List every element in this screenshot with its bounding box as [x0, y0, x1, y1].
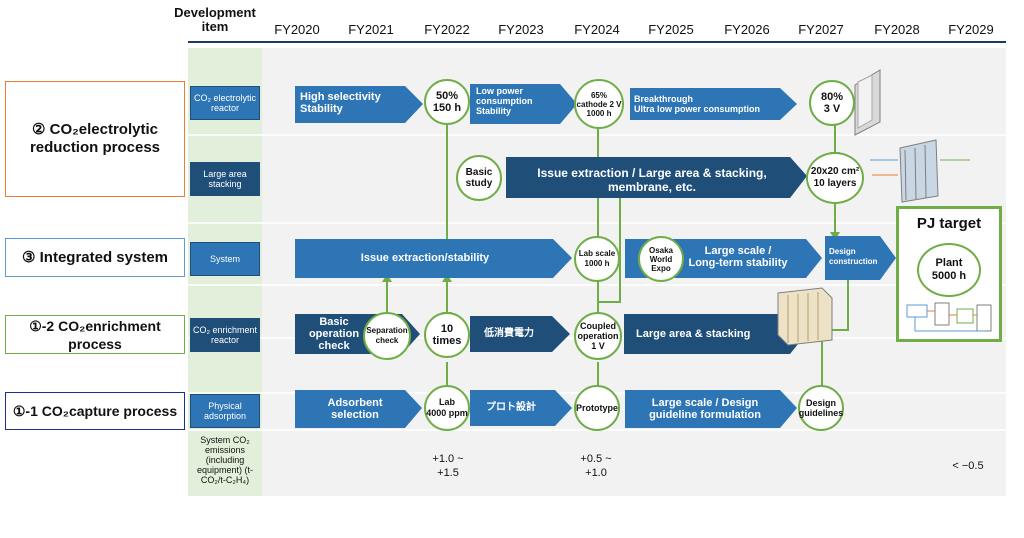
year-fy2021: FY2021 [348, 22, 394, 37]
row-label-system-emissions: System CO₂ emissions (including equipmen… [196, 435, 254, 485]
arrow-low-power-label: Low power consumption Stability [476, 86, 533, 116]
arrow-low-power-enrich [470, 316, 570, 352]
arrow-adsorbent-selection [295, 390, 422, 428]
process-co2-enrichment: ①-2 CO₂enrichment process [5, 315, 185, 354]
process-electrolytic-reduction: ② CO₂electrolytic reduction process [5, 81, 185, 197]
milestone-basic-study: Basic study [456, 155, 502, 201]
row1-arrows [295, 84, 797, 124]
row5-arrows [295, 390, 797, 428]
year-fy2025: FY2025 [648, 22, 694, 37]
milestone-80pct-3v: 80% 3 V [809, 80, 855, 126]
arrow-breakthrough-label: Breakthrough Ultra low power consumption [634, 94, 761, 114]
arrow-large-area-stacking-label: Large area & stacking [636, 328, 751, 340]
process-integrated-system: ③ Integrated system [5, 238, 185, 277]
milestone-50pct-150h: 50% 150 h [424, 79, 470, 125]
year-fy2024: FY2024 [574, 22, 620, 37]
header-underline [188, 41, 1006, 43]
pj-target-box: PJ target Plant 5000 h [896, 206, 1002, 342]
milestone-design-guidelines: Design guidelines [798, 385, 844, 431]
electrolyzer-stack-illustration [854, 69, 970, 203]
arrow-issue-extraction-stacking [506, 157, 807, 198]
arrow-high-selectivity-label: High selectivity Stability [300, 91, 381, 115]
year-fy2028: FY2028 [874, 22, 920, 37]
arrow-large-scale-design [625, 390, 797, 428]
milestone-prototype: Prototype [574, 385, 620, 431]
arrow-issue-stability-label: Issue extraction/stability [360, 252, 490, 264]
row2-arrows [506, 157, 807, 198]
row-label-electrolytic-reactor: CO₂ electrolytic reactor [190, 86, 260, 120]
arrow-issue-extraction-stacking-label: Issue extraction / Large area & stacking… [537, 166, 767, 194]
year-fy2020: FY2020 [274, 22, 320, 37]
milestone-osaka-expo: Osaka World Expo [638, 236, 684, 282]
year-fy2027: FY2027 [798, 22, 844, 37]
enrichment-stack-illustration [777, 287, 833, 346]
arrow-breakthrough [630, 88, 797, 120]
milestone-20x20-10layers: 20x20 cm² 10 layers [806, 152, 864, 204]
arrow-adsorbent-selection-label: Adsorbent selection [327, 397, 383, 421]
pj-target-title: PJ target [916, 215, 982, 232]
year-fy2022: FY2022 [424, 22, 470, 37]
arrow-low-power [470, 84, 577, 124]
milestone-10-times: 10 times [424, 312, 470, 358]
arrow-proto-design-label: プロト設計 [486, 402, 536, 413]
year-fy2026: FY2026 [724, 22, 770, 37]
arrow-design-construction [825, 236, 896, 280]
milestone-coupled-operation: Coupled operation 1 V [574, 312, 622, 360]
arrow-issue-stability [295, 239, 572, 278]
milestone-lab-4000ppm: Lab 4000 ppm [424, 385, 470, 431]
milestone-lab-scale-1000h: Lab scale 1000 h [574, 236, 620, 282]
row-label-system: System [190, 242, 260, 276]
arrow-large-scale-stability-label: Large scale / Long-term stability [688, 245, 788, 269]
plant-diagram-illustration [906, 302, 992, 332]
arrow-design-construction-label: Design construction [829, 247, 878, 266]
row-label-enrichment-reactor: CO₂ enrichment reactor [190, 318, 260, 352]
process-co2-capture: ①-1 CO₂capture process [5, 392, 185, 430]
milestone-65pct-1000h: 65% cathode 2 V 1000 h [574, 79, 624, 129]
emissions-fy2024: +0.5 ~ +1.0 [580, 453, 612, 479]
development-item-header: Development item [174, 5, 256, 34]
plant-5000h: Plant 5000 h [917, 243, 981, 297]
emissions-fy2029: < −0.5 [952, 460, 984, 472]
row-label-large-area-stacking: Large area stacking [190, 162, 260, 196]
arrow-large-area-stacking [624, 314, 806, 354]
arrow-low-power-enrich-label: 低消費電力 [484, 328, 534, 339]
milestone-separation-check: Separation check [363, 312, 411, 360]
arrow-large-scale-design-label: Large scale / Design guideline formulati… [649, 397, 761, 421]
arrow-basic-operation-label: Basic operation check [308, 316, 360, 352]
emissions-fy2022: +1.0 ~ +1.5 [432, 453, 464, 479]
arrow-proto-design [470, 390, 572, 426]
arrow-high-selectivity [295, 86, 423, 123]
year-fy2029: FY2029 [948, 22, 994, 37]
year-fy2023: FY2023 [498, 22, 544, 37]
row-label-physical-adsorption: Physical adsorption [190, 394, 260, 428]
